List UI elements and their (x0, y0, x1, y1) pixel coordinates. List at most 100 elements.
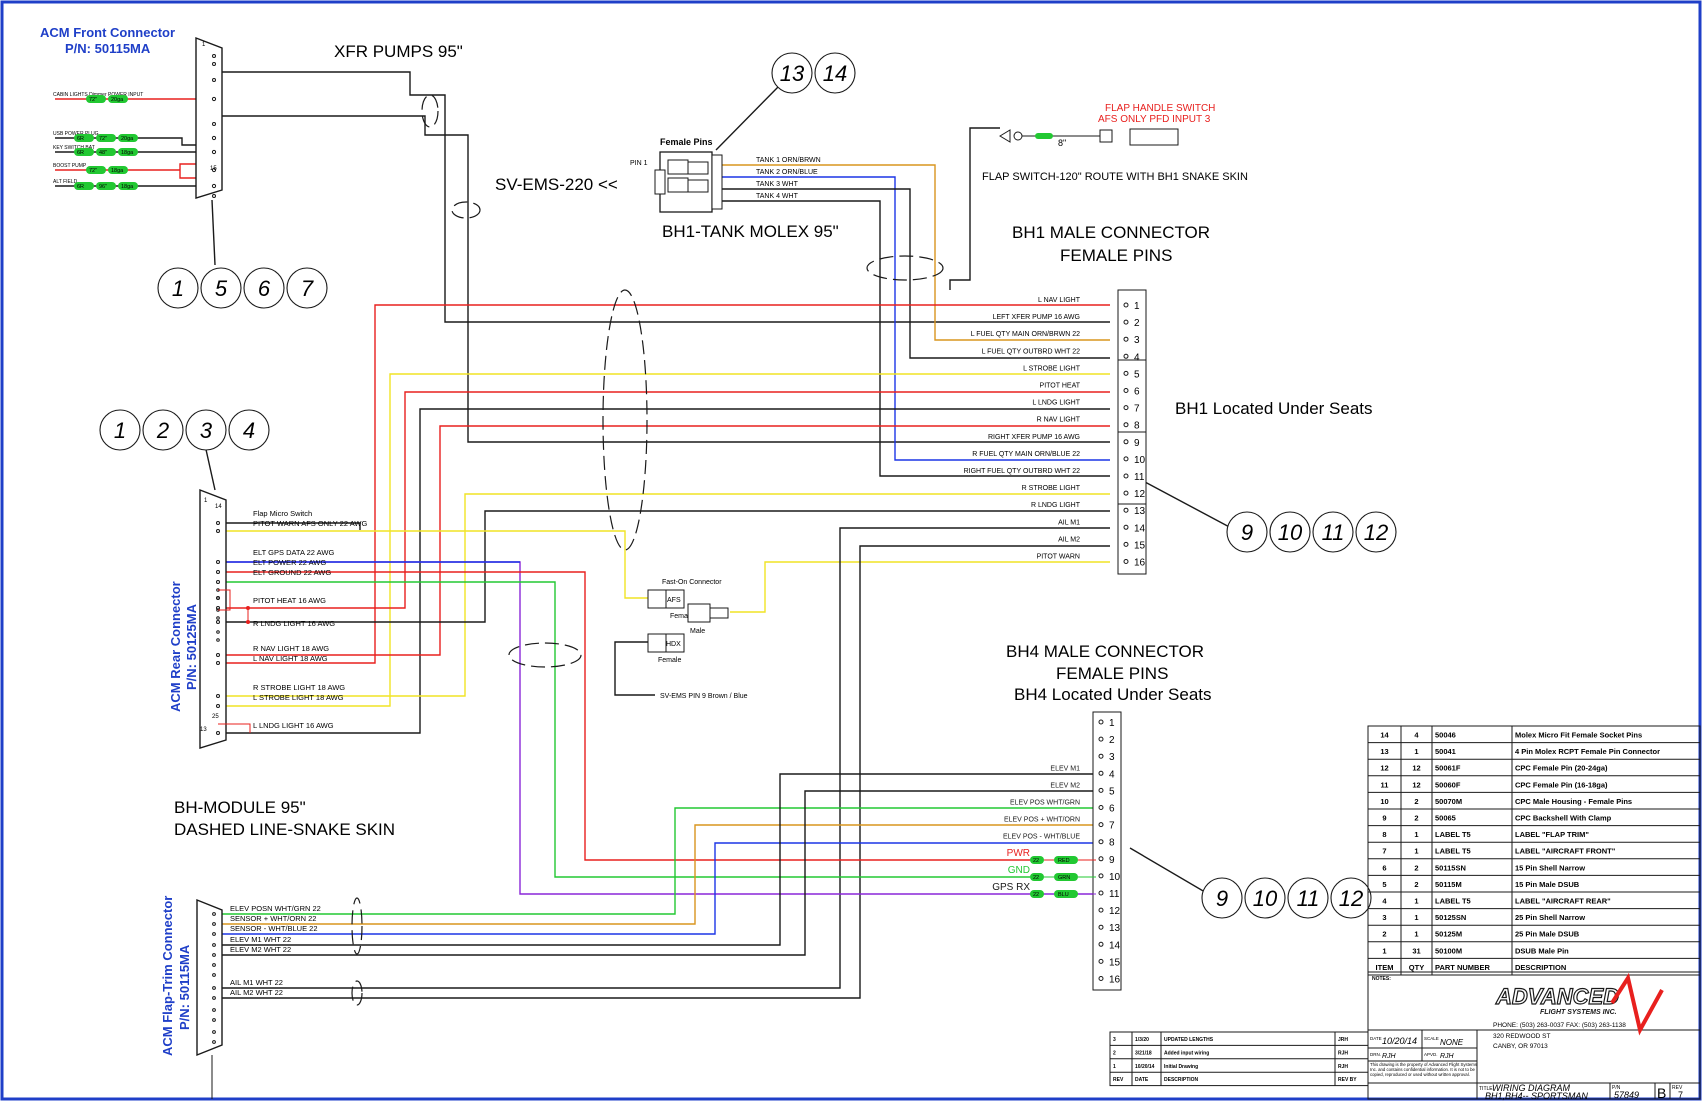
bh4-pin-number: 1 (1109, 718, 1115, 729)
rear-wire-label: R STROBE LIGHT 18 AWG (253, 683, 345, 692)
bh1-pin-label: R FUEL QTY MAIN ORN/BLUE 22 (972, 451, 1080, 458)
bom-cell: 25 Pin Male DSUB (1515, 930, 1580, 939)
pin-dot (212, 78, 216, 82)
svg-text:FLIGHT SYSTEMS INC.: FLIGHT SYSTEMS INC. (1540, 1009, 1617, 1016)
rear-wire-label: Flap Micro Switch (253, 509, 312, 518)
rear-wire-label: PITOT HEAT 16 AWG (253, 596, 326, 605)
bom-cell: DSUB Male Pin (1515, 946, 1569, 955)
wire-pitot-warn-2 (730, 561, 1110, 613)
svg-text:10/20/14: 10/20/14 (1382, 1036, 1417, 1046)
callout-bubble (1269, 511, 1311, 553)
bh1-pin-dot (1123, 370, 1129, 376)
flaptrim-pin-dot (212, 986, 216, 990)
bh1-pin-label: L STROBE LIGHT (1023, 365, 1081, 372)
pill-text: 20ga (121, 136, 134, 142)
pill-text: 6R (77, 136, 84, 142)
flaptrim-pin-dot (212, 912, 216, 916)
drawing-title-1: WIRING DIAGRAM (1492, 1083, 1571, 1093)
bh1-pin-label: R STROBE LIGHT (1022, 485, 1081, 492)
module-title-1: BH-MODULE 95" (174, 798, 306, 817)
leader-bh1 (1144, 481, 1236, 531)
rear-pin-dot (216, 694, 220, 698)
bom-cell: 15 Pin Shell Narrow (1515, 863, 1585, 872)
bh4-pin-label: ELEV POS + WHT/ORN (1004, 817, 1080, 824)
bh4-pin-number: 11 (1109, 889, 1120, 900)
tank-wire-label: TANK 4 WHT (756, 193, 799, 200)
bom-cell: 50125SN (1435, 913, 1466, 922)
flaptrim-pin-dot (212, 1030, 216, 1034)
wire-tank1 (720, 164, 1110, 341)
wire-layer (55, 71, 1236, 999)
pin-dot (212, 194, 216, 198)
rear-pin-dot (216, 570, 220, 574)
module-title-2: DASHED LINE-SNAKE SKIN (174, 820, 395, 839)
bh1-pin-dot (1123, 490, 1129, 496)
drawing-title-2: BH1,BH4-- SPORTSMAN (1485, 1091, 1588, 1101)
bh1-pin-label: R NAV LIGHT (1037, 417, 1081, 424)
fast-on-connectors: Fast-On Connector AFS Female Male HDX Fe… (647, 579, 748, 700)
pill-text: 18ga (121, 150, 134, 156)
bh1-pin-label: R LNDG LIGHT (1031, 502, 1081, 509)
flaptrim-connector: ACM Flap-Trim Connector P/N: 50115MA ELE… (160, 896, 321, 1099)
title-block: NOTES: ADVANCED FLIGHT SYSTEMS INC. PHON… (1367, 971, 1701, 1101)
logo-mark (1610, 972, 1664, 1036)
rear-wire-label: L LNDG LIGHT 16 AWG (253, 721, 334, 730)
bom-header-cell: ITEM (1376, 963, 1394, 972)
callout-bubble (142, 409, 184, 451)
svg-text:Fast-On Connector: Fast-On Connector (662, 579, 722, 586)
front-row-label: BOOST PUMP (53, 163, 87, 169)
bh4-pin-dot (1098, 753, 1104, 759)
bom-cell: 50046 (1435, 731, 1456, 740)
bh1-pin-label: LEFT XFER PUMP 16 AWG (993, 314, 1080, 321)
flaptrim-wire-label: AIL M2 WHT 22 (230, 988, 283, 997)
callout-number: 13 (780, 61, 805, 86)
flaptrim-wire-label: ELEV M2 WHT 22 (230, 945, 291, 954)
wire-elt-ground (218, 581, 1030, 878)
bh4-title-2: FEMALE PINS (1056, 664, 1168, 683)
bom-cell: LABEL "AIRCRAFT FRONT" (1515, 847, 1616, 856)
bh4-pin-dot (1098, 907, 1104, 913)
rear-pin-dot (216, 731, 220, 735)
pin1-label: PIN 1 (630, 160, 648, 167)
callout-number: 3 (200, 418, 213, 443)
front-connector: ACM Front Connector P/N: 50115MA 1 15 CA… (40, 25, 223, 199)
callout-bubble (200, 267, 242, 309)
bom-cell: CPC Male Housing - Female Pins (1515, 797, 1632, 806)
bh1-pin-dot (1123, 439, 1129, 445)
svg-text:DRN.: DRN. (1370, 1052, 1381, 1057)
callout-bubble (243, 267, 285, 309)
svg-text:NOTES:: NOTES: (1372, 976, 1391, 982)
svg-text:NONE: NONE (1440, 1038, 1464, 1047)
bh4-pin-dot (1098, 719, 1104, 725)
rev-cell: 2 (1113, 1050, 1116, 1056)
pin-dot (212, 62, 216, 66)
bom-cell: 1 (1414, 897, 1418, 906)
rear-pin-dot (216, 596, 220, 600)
rev-cell: 3 (1113, 1037, 1116, 1043)
svg-text:13: 13 (200, 727, 207, 733)
bh1-pin-number: 4 (1134, 352, 1140, 363)
bh4-pin-dot (1098, 941, 1104, 947)
bh1-pin-number: 1 (1134, 301, 1140, 312)
svg-text:CANBY, OR 97013: CANBY, OR 97013 (1493, 1043, 1548, 1050)
wire-elev-m2 (218, 790, 1110, 956)
xfr-pumps-title: XFR PUMPS 95" (334, 42, 463, 61)
rear-wire-label: ELT POWER 22 AWG (253, 558, 326, 567)
wire-length-pill (96, 134, 116, 142)
rev-header-cell: DATE (1135, 1077, 1149, 1083)
front-connector-title: ACM Front Connector (40, 25, 175, 40)
gauge-pill (1030, 856, 1044, 864)
bh1-pin-number: 13 (1134, 506, 1146, 517)
svg-text:1: 1 (202, 42, 206, 48)
tank-wire-label: TANK 2 ORN/BLUE (756, 169, 818, 176)
flaptrim-pn: P/N: 50115MA (177, 944, 192, 1030)
rear-pin-dot (216, 704, 220, 708)
flap-switch: FLAP HANDLE SWITCH AFS ONLY PFD INPUT 3 … (982, 103, 1248, 183)
bh1-pin-number: 16 (1134, 558, 1146, 569)
callout-bubble (99, 409, 141, 451)
snake-skin-marks (351, 94, 944, 1006)
bh1-pin-number: 7 (1134, 404, 1140, 415)
flaptrim-wire-label: ELEV M1 WHT 22 (230, 935, 291, 944)
